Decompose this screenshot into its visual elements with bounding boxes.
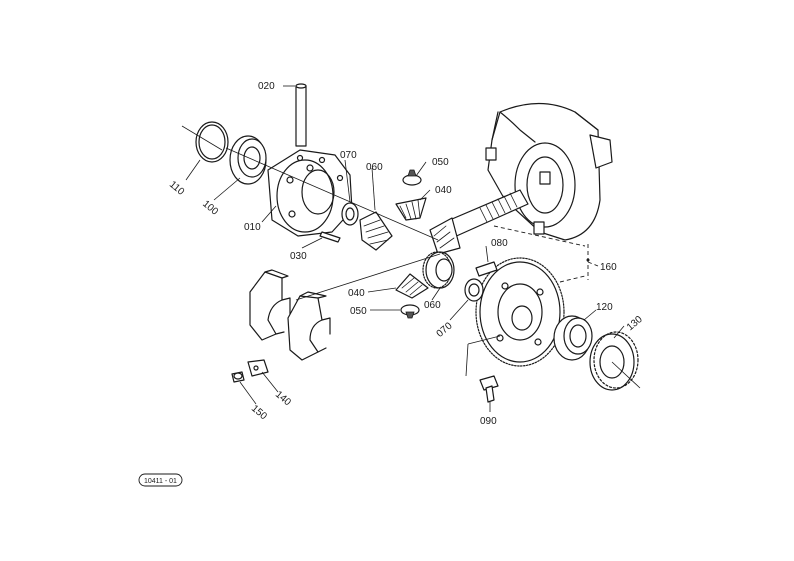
bearing-120 xyxy=(553,315,593,361)
bearing-cap-right xyxy=(287,291,331,361)
lock-plate-140 xyxy=(247,359,269,377)
label-010: 010 xyxy=(244,222,261,233)
label-150: 150 xyxy=(249,403,269,422)
label-040-upper: 040 xyxy=(435,185,452,196)
label-140: 140 xyxy=(273,389,293,408)
pin-080 xyxy=(475,261,498,277)
reference-code-badge: 10411 - 01 xyxy=(138,473,183,487)
differential-case xyxy=(267,149,353,237)
label-030: 030 xyxy=(290,251,307,262)
pinion-shaft xyxy=(429,189,529,255)
label-020: 020 xyxy=(258,81,275,92)
pin-020 xyxy=(295,83,307,147)
pinion-gear-040-upper xyxy=(395,197,427,221)
label-070-lower: 070 xyxy=(435,320,455,339)
bearing-cap-left xyxy=(249,269,291,341)
snap-ring-110 xyxy=(195,121,229,163)
bearing-100 xyxy=(229,135,267,185)
lock-nut-130 xyxy=(589,331,639,391)
label-060-lower: 060 xyxy=(424,300,441,311)
label-050-upper: 050 xyxy=(432,157,449,168)
bolt-150 xyxy=(231,371,245,383)
label-130: 130 xyxy=(625,314,645,333)
label-090: 090 xyxy=(480,416,497,427)
ring-gear xyxy=(475,257,565,367)
label-040-lower: 040 xyxy=(348,288,365,299)
washer-070-upper-hole xyxy=(345,207,355,221)
washer-050-upper xyxy=(402,169,422,186)
label-120: 120 xyxy=(596,302,613,313)
side-gear-060-lower xyxy=(422,251,455,289)
label-080: 080 xyxy=(491,238,508,249)
side-gear-060-upper xyxy=(359,211,393,251)
label-070-upper: 070 xyxy=(340,150,357,161)
washer-070-upper xyxy=(341,202,359,226)
pin-030 xyxy=(319,231,341,243)
label-050-lower: 050 xyxy=(350,306,367,317)
washer-070-lower xyxy=(464,278,484,302)
differential-housing xyxy=(485,103,613,241)
washer-050-lower xyxy=(400,304,420,319)
bolt-090 xyxy=(479,375,499,403)
pinion-gear-040-lower xyxy=(395,273,429,299)
label-160: 160 xyxy=(600,262,617,273)
leader-lines xyxy=(181,85,641,412)
label-060-upper: 060 xyxy=(366,162,383,173)
label-100: 100 xyxy=(200,198,220,217)
washer-070-lower-hole xyxy=(468,283,480,297)
reference-code: 10411 - 01 xyxy=(144,478,177,485)
label-110: 110 xyxy=(167,179,187,198)
